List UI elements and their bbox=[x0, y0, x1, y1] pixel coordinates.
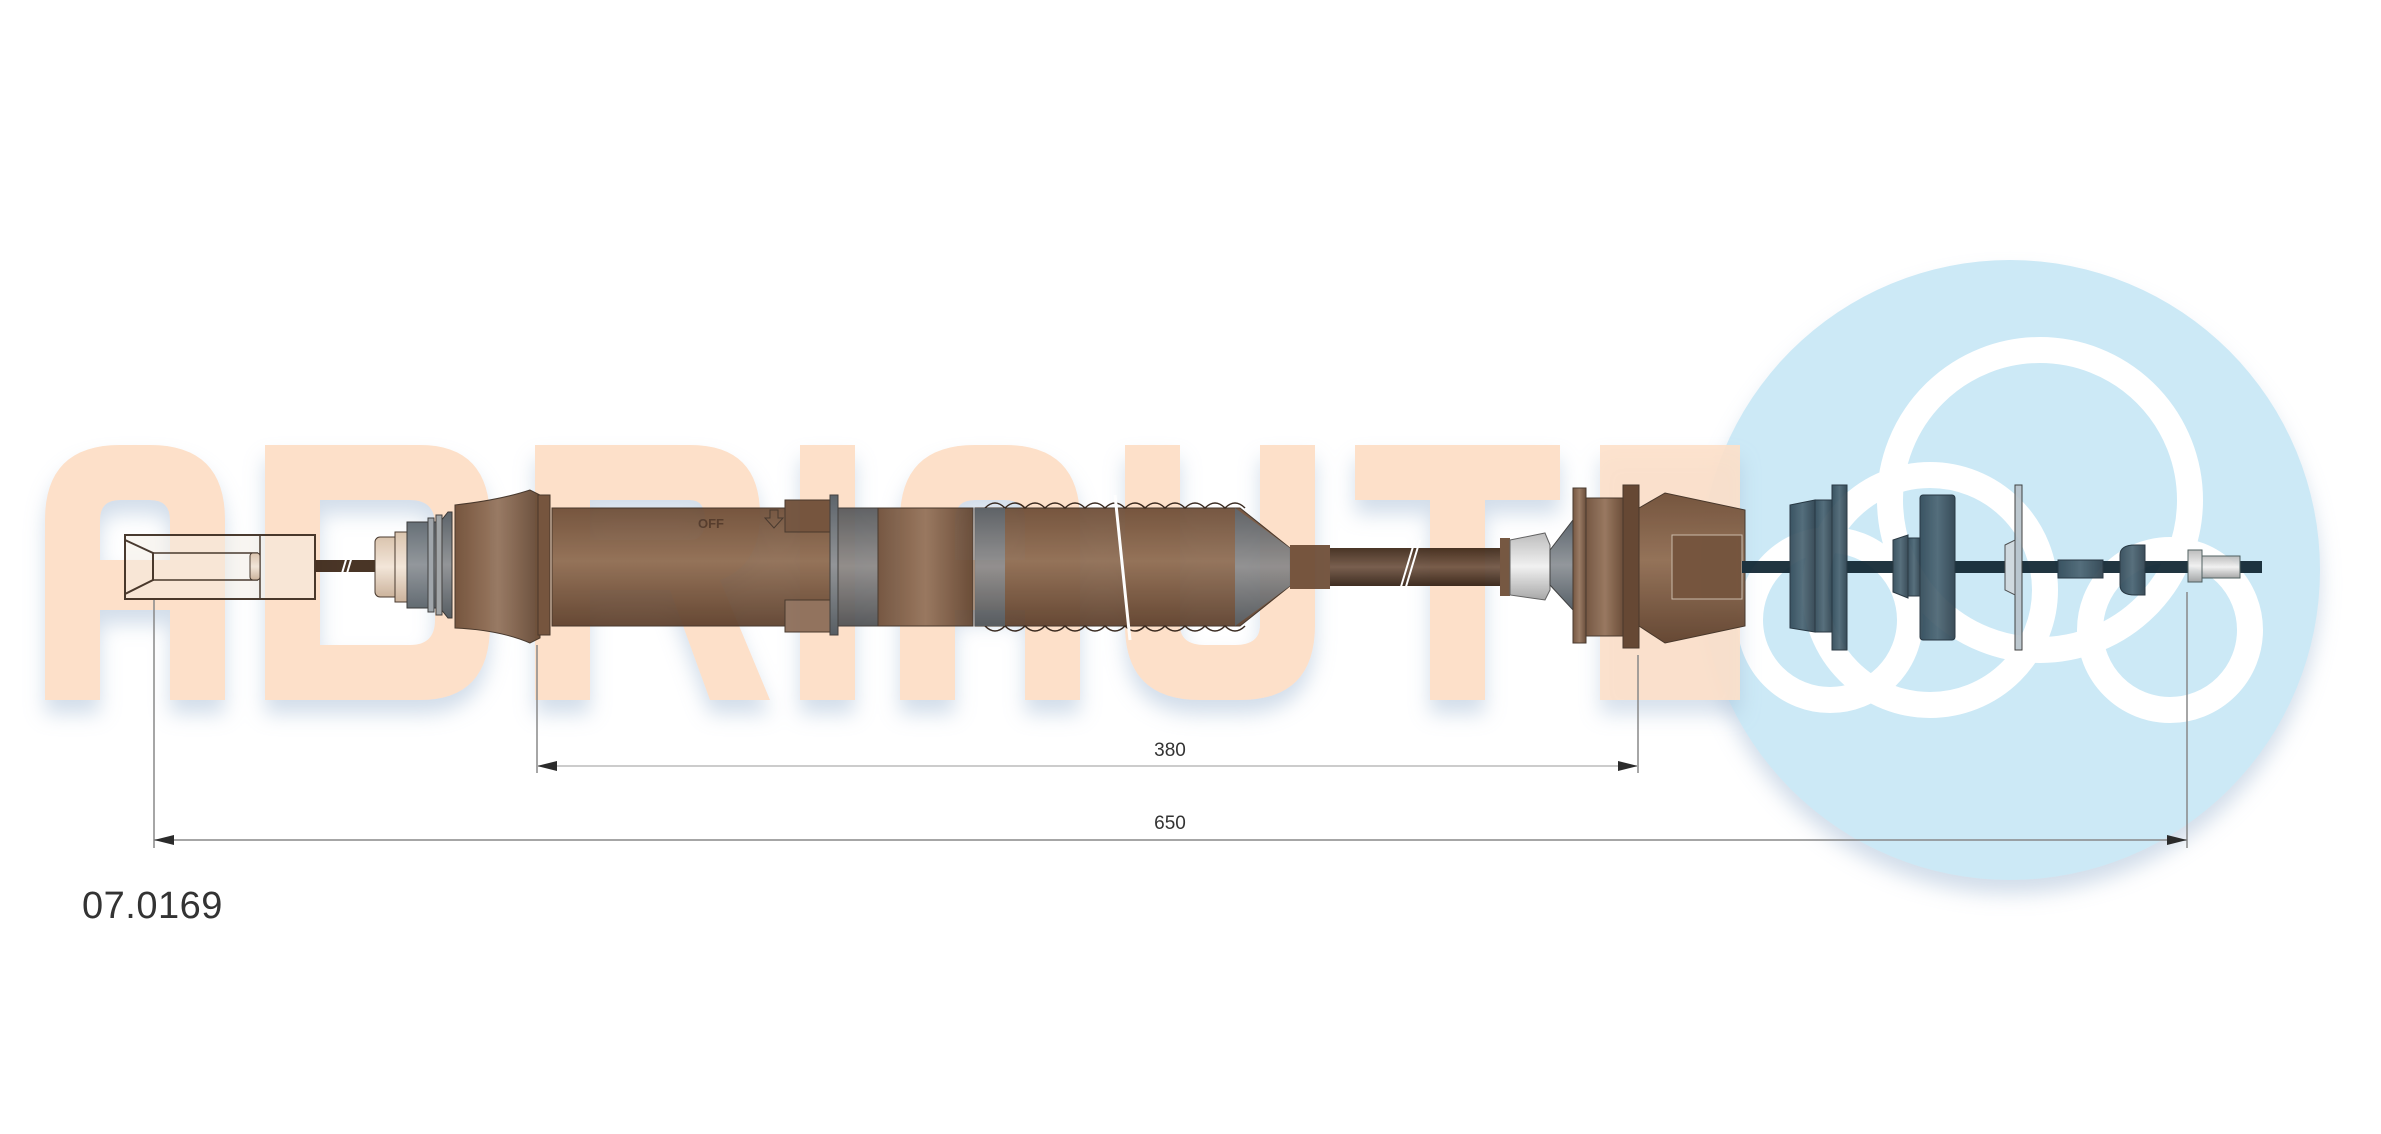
dimension-lines bbox=[153, 592, 2188, 848]
cable-assembly: OFF bbox=[124, 484, 2262, 651]
dimension-label-650: 650 bbox=[1154, 813, 1186, 834]
bellows-boot bbox=[974, 494, 1291, 641]
dimension-label-380: 380 bbox=[1154, 740, 1186, 761]
part-number: 07.0169 bbox=[82, 885, 223, 927]
fork-end-fitting bbox=[124, 534, 316, 600]
off-marking: OFF bbox=[698, 516, 724, 531]
dimension-arrows bbox=[154, 761, 2187, 845]
